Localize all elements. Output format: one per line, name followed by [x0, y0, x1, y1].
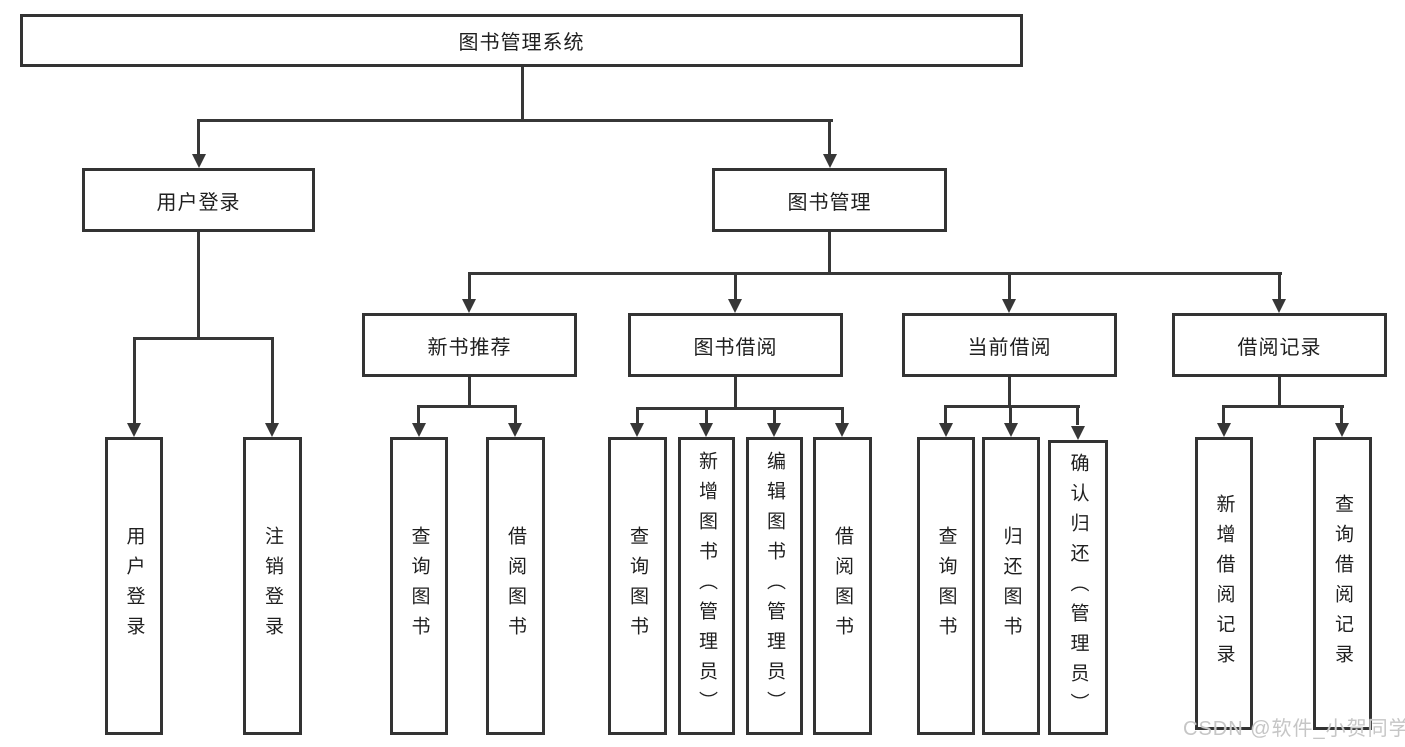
connector-leaf-stem	[705, 407, 708, 423]
node-book-borrowing: 图书借阅	[628, 313, 843, 377]
connector-borrowing-bar	[636, 407, 843, 410]
leaf-borrow-books-recommend: 借阅图书	[486, 437, 545, 735]
arrow-down-icon	[1002, 299, 1016, 313]
connector-book-management-stem	[828, 119, 831, 155]
arrow-down-icon	[462, 299, 476, 313]
arrow-down-icon	[412, 423, 426, 437]
node-borrowing-records: 借阅记录	[1172, 313, 1387, 377]
leaf-edit-book-admin: 编辑图书（管理员）	[746, 437, 803, 735]
connector-leaf-stem	[1009, 405, 1012, 423]
connector-root-stem	[521, 67, 524, 119]
arrow-down-icon	[508, 423, 522, 437]
arrow-down-icon	[823, 154, 837, 168]
connector-level2-bar	[197, 119, 833, 122]
node-new-book-recommend: 新书推荐	[362, 313, 577, 377]
connector-new-books-bar	[418, 405, 517, 408]
connector-leaf-stem	[636, 407, 639, 423]
node-current-borrowing: 当前借阅	[902, 313, 1117, 377]
connector-level3-stem	[1008, 272, 1011, 299]
leaf-user-login: 用户登录	[105, 437, 163, 735]
arrow-down-icon	[1335, 423, 1349, 437]
arrow-down-icon	[939, 423, 953, 437]
leaf-query-books-recommend: 查询图书	[390, 437, 448, 735]
leaf-logout: 注销登录	[243, 437, 302, 735]
connector-leaf-stem	[133, 337, 136, 423]
arrow-down-icon	[728, 299, 742, 313]
node-book-management: 图书管理	[712, 168, 947, 232]
connector-user-login-bar	[133, 337, 274, 340]
connector-leaf-stem	[841, 407, 844, 423]
arrow-down-icon	[192, 154, 206, 168]
csdn-watermark: CSDN @软件_小贺同学	[1183, 718, 1405, 740]
connector-level3-stem	[468, 272, 471, 299]
node-root: 图书管理系统	[20, 14, 1023, 67]
arrow-down-icon	[265, 423, 279, 437]
connector-current-down	[1008, 377, 1011, 405]
arrow-down-icon	[1272, 299, 1286, 313]
arrow-down-icon	[1217, 423, 1231, 437]
arrow-down-icon	[699, 423, 713, 437]
leaf-return-books: 归还图书	[982, 437, 1040, 735]
connector-new-books-down	[468, 377, 471, 405]
connector-leaf-stem	[1340, 405, 1343, 423]
connector-level3-bar	[468, 272, 1282, 275]
connector-leaf-stem	[1076, 405, 1079, 425]
node-user-login: 用户登录	[82, 168, 315, 232]
leaf-borrow-books-borrowing: 借阅图书	[813, 437, 872, 735]
connector-leaf-stem	[944, 405, 947, 423]
connector-current-bar	[945, 405, 1080, 408]
connector-records-down	[1278, 377, 1281, 405]
connector-leaf-stem	[417, 405, 420, 423]
connector-records-bar	[1223, 405, 1344, 408]
arrow-down-icon	[127, 423, 141, 437]
connector-borrowing-down	[734, 377, 737, 407]
arrow-down-icon	[835, 423, 849, 437]
connector-leaf-stem	[773, 407, 776, 423]
arrow-down-icon	[767, 423, 781, 437]
leaf-query-books-borrowing: 查询图书	[608, 437, 667, 735]
leaf-add-borrow-record: 新增借阅记录	[1195, 437, 1253, 730]
leaf-query-books-current: 查询图书	[917, 437, 975, 735]
leaf-query-borrow-record: 查询借阅记录	[1313, 437, 1372, 730]
connector-level3-stem	[734, 272, 737, 299]
connector-book-management-down	[828, 232, 831, 272]
connector-user-login-down	[197, 232, 200, 337]
connector-leaf-stem	[514, 405, 517, 423]
arrow-down-icon	[1004, 423, 1018, 437]
connector-level3-stem	[1278, 272, 1281, 299]
connector-user-login-stem	[197, 119, 200, 155]
leaf-add-book-admin: 新增图书（管理员）	[678, 437, 735, 735]
arrow-down-icon	[1071, 426, 1085, 440]
connector-leaf-stem	[271, 337, 274, 423]
connector-leaf-stem	[1222, 405, 1225, 423]
leaf-confirm-return-admin: 确认归还（管理员）	[1048, 440, 1108, 735]
arrow-down-icon	[630, 423, 644, 437]
